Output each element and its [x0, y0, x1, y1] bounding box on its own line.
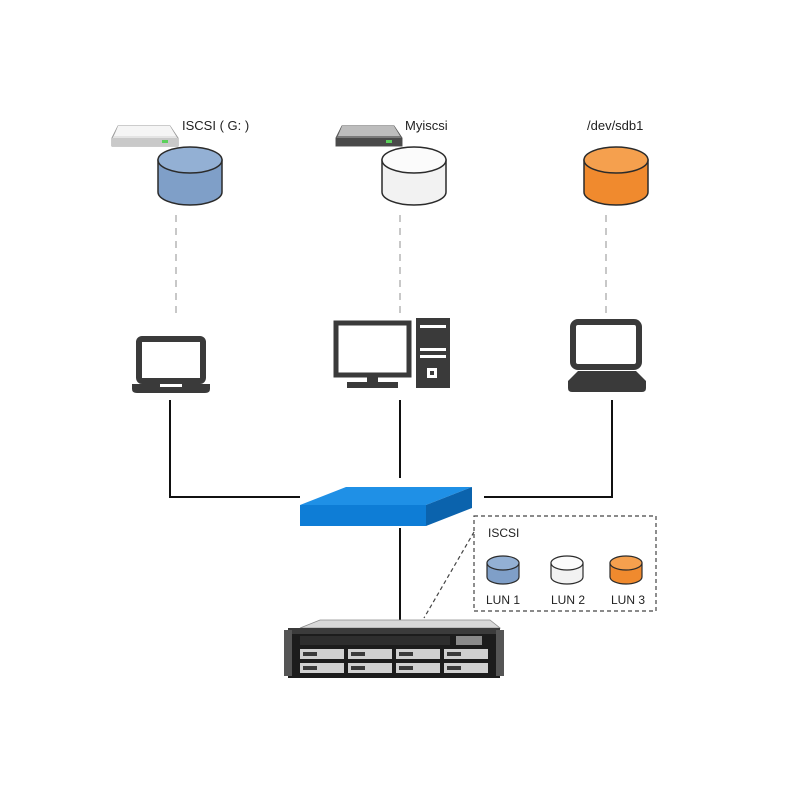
- dashed-connectors: [175, 215, 607, 315]
- iscsi-lun-panel: ISCSI LUN 1 LUN 2 LUN 3: [423, 515, 657, 619]
- lun1-disk: [157, 146, 223, 206]
- drive-label: Myiscsi: [405, 118, 448, 133]
- lun1-icon: [486, 555, 520, 585]
- drive-label: ISCSI ( G: ): [182, 118, 249, 133]
- laptop-icon: [132, 336, 210, 393]
- network-links: [169, 400, 613, 622]
- network-switch-icon: [300, 487, 472, 526]
- nas-server-icon: [284, 619, 504, 678]
- thin-client-icon: [568, 319, 646, 392]
- hard-drive-icon: [111, 125, 179, 147]
- iscsi-panel-title: ISCSI: [488, 526, 519, 540]
- lun-label: LUN 2: [551, 593, 585, 607]
- lun-label: LUN 3: [611, 593, 645, 607]
- hard-drive-icon: [335, 125, 403, 147]
- lun3-icon: [609, 555, 643, 585]
- lun2-disk: [381, 146, 447, 206]
- lun-label: LUN 1: [486, 593, 520, 607]
- drive-label: /dev/sdb1: [587, 118, 643, 133]
- lun2-icon: [550, 555, 584, 585]
- desktop-icon: [333, 318, 450, 388]
- lun3-disk: [583, 146, 649, 206]
